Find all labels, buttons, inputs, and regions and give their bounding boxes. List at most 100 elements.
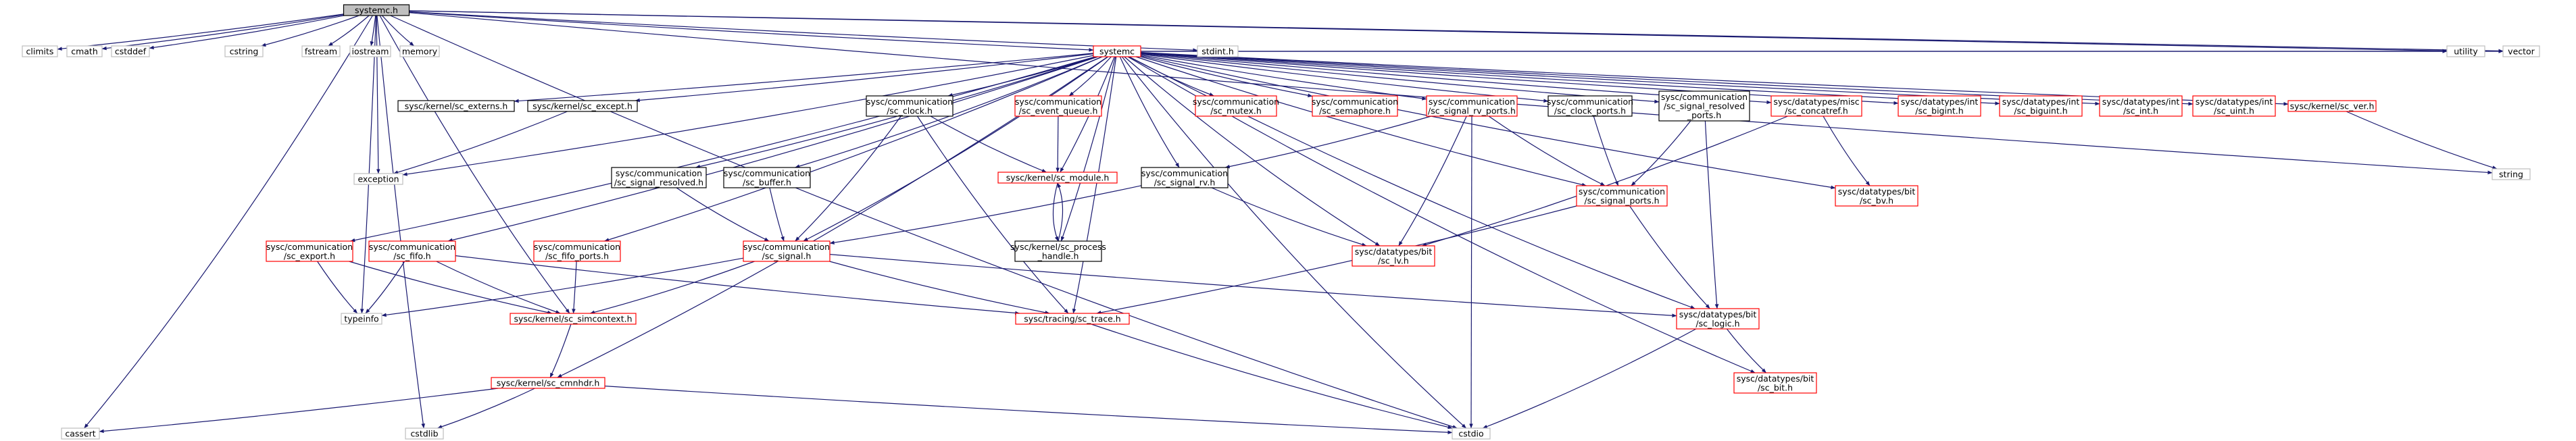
graph-node-sysc-communication-sc-event-queue-h[interactable]: sysc/communication/sc_event_queue.h <box>1014 95 1102 117</box>
node-box <box>1835 185 1918 207</box>
include-edge-n8-n20 <box>1140 53 1660 104</box>
include-edge-n8-n12 <box>514 53 1094 103</box>
node-label-line: sysc/communication <box>1193 97 1279 107</box>
graph-node-sysc-communication-sc-signal-h[interactable]: sysc/communication/sc_signal.h <box>743 240 831 262</box>
graph-node-sysc-communication-sc-signal-rv-ports-h[interactable]: sysc/communication/sc_signal_rv_ports.h <box>1426 95 1518 117</box>
node-box <box>743 240 831 262</box>
node-label-line: fstream <box>305 47 337 57</box>
include-edge-n14-n31 <box>930 115 1047 173</box>
include-edge-n35-n41 <box>317 261 358 314</box>
include-edge-n0-n2 <box>101 14 344 51</box>
graph-node-sysc-kernel-sc-simcontext-h[interactable]: sysc/kernel/sc_simcontext.h <box>510 313 637 325</box>
node-box <box>723 167 811 188</box>
graph-node-sysc-communication-sc-signal-resolved-h[interactable]: sysc/communication/sc_signal_resolved.h <box>611 167 707 188</box>
graph-node-sysc-kernel-sc-module-h[interactable]: sysc/kernel/sc_module.h <box>997 172 1118 184</box>
node-label-line: sysc/communication <box>1015 97 1101 107</box>
node-box <box>1770 95 1862 117</box>
include-edge-n39-n31 <box>1057 182 1064 242</box>
graph-node-sysc-datatypes-int-sc-bigint-h[interactable]: sysc/datatypes/int/sc_bigint.h <box>1898 95 1981 117</box>
include-edge-n29-n38 <box>676 187 770 242</box>
graph-node-sysc-datatypes-int-sc-int-h[interactable]: sysc/datatypes/int/sc_int.h <box>2099 95 2183 117</box>
graph-node-sysc-datatypes-misc-sc-concatref-h[interactable]: sysc/datatypes/misc/sc_concatref.h <box>1770 95 1862 117</box>
include-edge-n42-n45 <box>549 323 572 378</box>
node-box <box>1014 240 1102 262</box>
node-box <box>1014 95 1102 117</box>
node-box <box>397 100 515 112</box>
graph-node-sysc-kernel-sc-process-handle-h[interactable]: sysc/kernel/sc_process_handle.h <box>1010 240 1106 262</box>
node-box <box>341 313 382 325</box>
node-box <box>22 45 58 57</box>
graph-node-systemc-h[interactable]: systemc.h <box>343 4 410 16</box>
graph-node-sysc-datatypes-bit-sc-lv-h[interactable]: sysc/datatypes/bit/sc_lv.h <box>1352 245 1435 267</box>
graph-node-sysc-kernel-sc-except-h[interactable]: sysc/kernel/sc_except.h <box>527 100 638 112</box>
node-label-line: sysc/communication <box>743 242 830 252</box>
node-label-line: sysc/communication <box>1429 97 1515 107</box>
include-edge-n8-n13 <box>635 53 1094 103</box>
graph-node-sysc-communication-sc-export-h[interactable]: sysc/communication/sc_export.h <box>266 240 353 262</box>
include-edge-n0-n9 <box>409 11 1198 53</box>
node-box <box>611 167 707 188</box>
node-box <box>2192 95 2276 117</box>
graph-node-sysc-communication-sc-signal-resolved-ports-h[interactable]: sysc/communication/sc_signal_resolved_po… <box>1658 90 1750 122</box>
include-edge-n8-n31 <box>1060 56 1115 173</box>
graph-node-string: string <box>2492 168 2531 180</box>
graph-node-sysc-communication-sc-semaphore-h[interactable]: sysc/communication/sc_semaphore.h <box>1312 95 1398 117</box>
include-edge-n38-n44 <box>829 254 1677 317</box>
graph-node-systemc[interactable]: systemc <box>1093 45 1141 57</box>
node-label-line: typeinfo <box>344 314 378 324</box>
include-edge-n8-n28 <box>402 55 1094 176</box>
node-label-line: /sc_event_queue.h <box>1019 105 1098 115</box>
node-label-line: sysc/kernel/sc_except.h <box>532 101 633 111</box>
node-label-line: climits <box>26 47 54 57</box>
node-box <box>1658 90 1750 122</box>
node-label-line: sysc/communication <box>1579 186 1665 197</box>
include-edge-n32-n40 <box>1211 187 1367 247</box>
graph-node-sysc-communication-sc-signal-ports-h[interactable]: sysc/communication/sc_signal_ports.h <box>1576 185 1668 207</box>
graph-node-sysc-communication-sc-buffer-h[interactable]: sysc/communication/sc_buffer.h <box>723 167 811 188</box>
node-label-line: cstdlib <box>410 429 438 439</box>
graph-node-sysc-kernel-sc-externs-h[interactable]: sysc/kernel/sc_externs.h <box>397 100 515 112</box>
include-edge-n18-n40 <box>1398 115 1467 247</box>
graph-node-sysc-datatypes-bit-sc-bit-h[interactable]: sysc/datatypes/bit/sc_bit.h <box>1733 372 1817 394</box>
node-box <box>1547 95 1633 117</box>
node-box <box>66 45 103 57</box>
graph-node-cstdio: cstdio <box>1452 427 1491 440</box>
node-label-line: /sc_int.h <box>2123 105 2158 115</box>
include-edge-n30-n38 <box>769 187 785 242</box>
node-box <box>1312 95 1398 117</box>
include-edge-n0-n42 <box>379 15 570 314</box>
graph-node-sysc-kernel-sc-cmnhdr-h[interactable]: sysc/kernel/sc_cmnhdr.h <box>491 377 605 389</box>
graph-node-sysc-communication-sc-fifo-ports-h[interactable]: sysc/communication/sc_fifo_ports.h <box>533 240 621 262</box>
graph-node-sysc-tracing-sc-trace-h[interactable]: sysc/tracing/sc_trace.h <box>1015 313 1130 325</box>
graph-node-sysc-datatypes-bit-sc-bv-h[interactable]: sysc/datatypes/bit/sc_bv.h <box>1835 185 1918 207</box>
node-label-line: sysc/communication <box>866 97 953 107</box>
graph-node-sysc-communication-sc-fifo-h[interactable]: sysc/communication/sc_fifo.h <box>368 240 456 262</box>
graph-node-sysc-communication-sc-clock-h[interactable]: sysc/communication/sc_clock.h <box>866 95 953 117</box>
node-box <box>1352 245 1435 267</box>
node-label-line: /sc_signal_resolved.h <box>614 177 703 187</box>
graph-node-sysc-datatypes-int-sc-uint-h[interactable]: sysc/datatypes/int/sc_uint.h <box>2192 95 2276 117</box>
node-label-line: sysc/communication <box>1547 97 1633 107</box>
node-label-line: iostream <box>352 47 389 57</box>
graph-node-sysc-kernel-sc-ver-h[interactable]: sysc/kernel/sc_ver.h <box>2287 100 2377 112</box>
graph-node-sysc-communication-sc-clock-ports-h[interactable]: sysc/communication/sc_clock_ports.h <box>1547 95 1633 117</box>
include-edge-n0-n49 <box>390 15 1458 429</box>
node-box <box>368 240 456 262</box>
node-box <box>1015 313 1130 325</box>
graph-node-sysc-communication-sc-signal-rv-h[interactable]: sysc/communication/sc_signal_rv.h <box>1141 167 1229 188</box>
node-box <box>997 172 1118 184</box>
include-edge-n0-n1 <box>57 14 344 51</box>
include-edge-n0-n6 <box>370 15 376 47</box>
graph-node-sysc-datatypes-int-sc-biguint-h[interactable]: sysc/datatypes/int/sc_biguint.h <box>1999 95 2083 117</box>
graph-node-sysc-communication-sc-mutex-h[interactable]: sysc/communication/sc_mutex.h <box>1193 95 1279 117</box>
graph-node-sysc-datatypes-bit-sc-logic-h[interactable]: sysc/datatypes/bit/sc_logic.h <box>1676 308 1760 330</box>
node-label-line: stdint.h <box>1202 47 1234 57</box>
include-edge-n8-n34 <box>1140 55 1836 190</box>
include-edge-n8-n35 <box>350 56 1095 242</box>
node-label-line: /sc_signal_rv.h <box>1154 177 1216 187</box>
include-edge-n0-n4 <box>261 15 360 47</box>
node-label-line: /sc_logic.h <box>1695 318 1739 328</box>
include-edge-n20-n44 <box>1704 120 1719 309</box>
